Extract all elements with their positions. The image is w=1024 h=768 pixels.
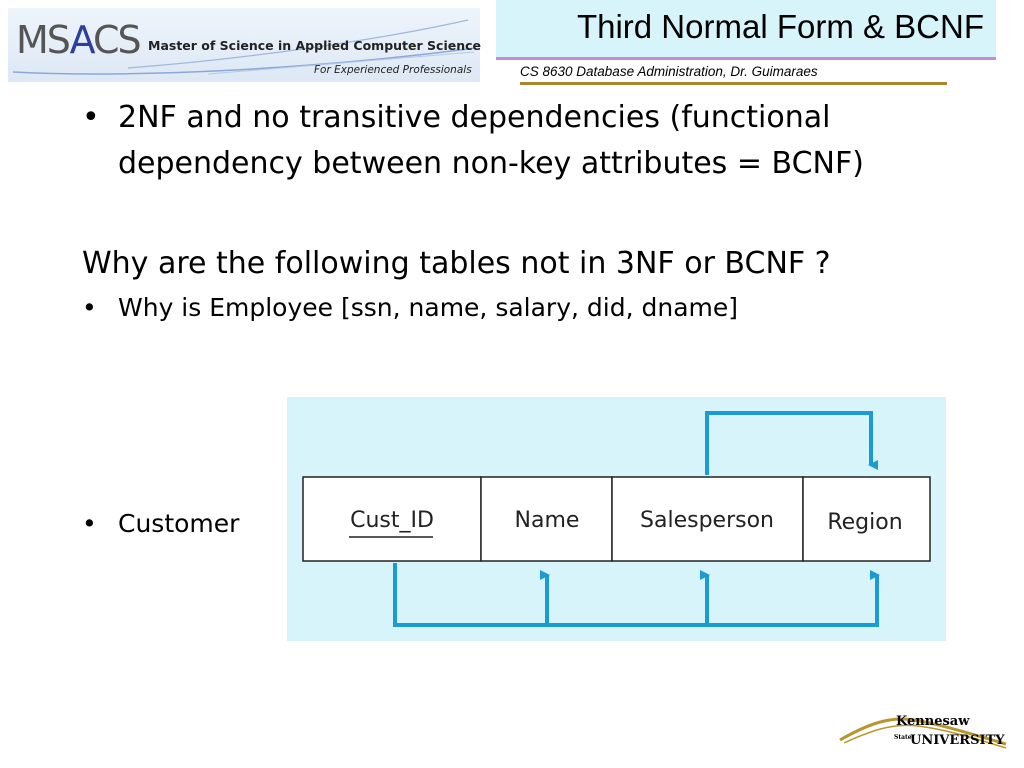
bullet-text: Customer [118, 509, 240, 538]
msacs-logo: MSACS Master of Science in Applied Compu… [8, 8, 481, 82]
logo-swoosh-graphic [12, 19, 477, 75]
key-dependency-line [393, 563, 879, 627]
transitive-dependency-arrow [705, 411, 878, 475]
ksu-name-line2: UNIVERSITY [910, 733, 1005, 748]
ksu-mountain-graphic [839, 717, 1007, 749]
logo-tagline: For Experienced Professionals [314, 64, 472, 76]
ksu-name-line1: Kennesaw [896, 714, 970, 729]
bullet-3nf-definition: • 2NF and no transitive dependencies (fu… [82, 95, 1012, 187]
customer-dependency-diagram: Cust_ID Name Salesperson Region [287, 397, 946, 641]
column-label-name: Name [515, 508, 580, 533]
diagram-canvas: Cust_ID Name Salesperson Region [302, 411, 931, 627]
column-label-cust-id: Cust_ID [350, 508, 434, 533]
logo-program-name: Master of Science in Applied Computer Sc… [148, 38, 481, 53]
header-rule [520, 82, 947, 85]
logo-wordmark: MSACS [16, 18, 142, 62]
bullet-employee: • Why is Employee [ssn, name, salary, did… [82, 290, 738, 326]
bullet-customer: • Customer [82, 506, 239, 542]
title-banner: Third Normal Form & BCNF [496, 0, 996, 60]
slide-title: Third Normal Form & BCNF [576, 8, 984, 45]
bullet-text: 2NF and no transitive dependencies (func… [118, 100, 864, 181]
bullet-text: Why is Employee [ssn, name, salary, did,… [118, 293, 738, 322]
bullet-glyph: • [82, 293, 97, 322]
bullet-glyph: • [82, 100, 100, 135]
column-label-salesperson: Salesperson [640, 508, 774, 533]
ksu-state: State [894, 734, 912, 741]
cell-name [480, 476, 613, 562]
ksu-logo: Kennesaw State UNIVERSITY [838, 710, 1010, 762]
cell-region [802, 476, 931, 562]
course-subtitle: CS 8630 Database Administration, Dr. Gui… [520, 64, 818, 79]
question-heading: Why are the following tables not in 3NF … [82, 246, 831, 281]
cell-cust-id [302, 476, 482, 562]
cell-salesperson [611, 476, 804, 562]
column-label-region: Region [827, 510, 902, 535]
bullet-glyph: • [82, 509, 97, 538]
